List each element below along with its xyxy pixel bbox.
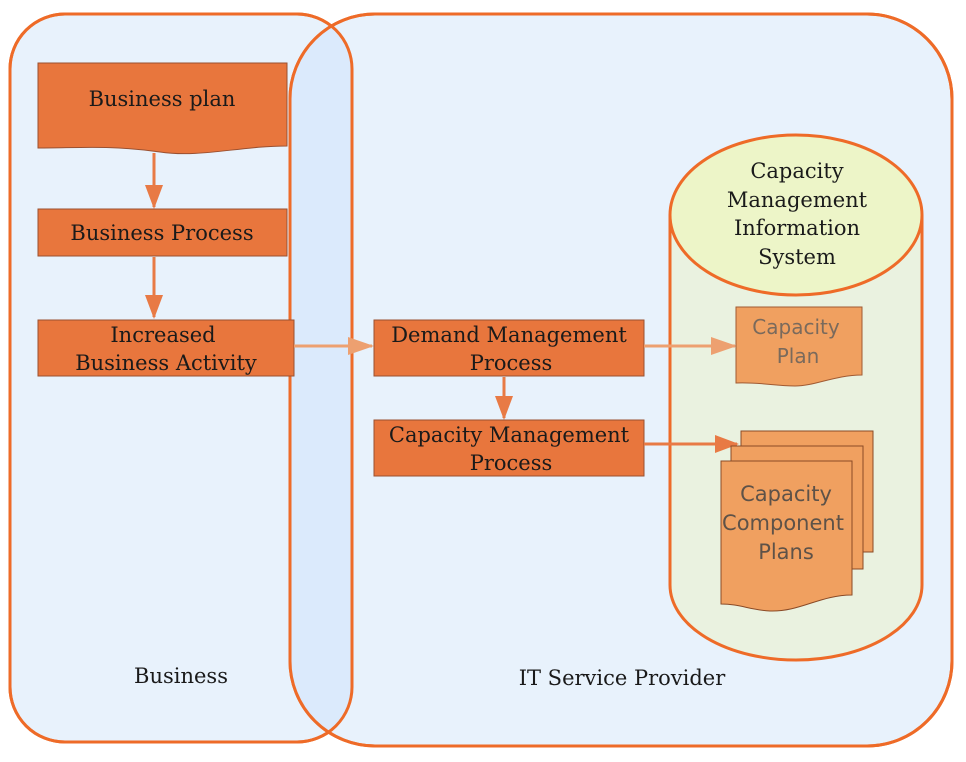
cmis-label-2: Management — [727, 188, 868, 212]
business-plan-document — [37, 62, 288, 155]
component-plans-label-2: Component — [722, 511, 844, 535]
component-plans-label-1: Capacity — [740, 482, 832, 506]
business-region-label: Business — [134, 664, 228, 688]
increased-activity-box — [37, 319, 295, 377]
capacity-management-label-1: Capacity Management — [389, 423, 630, 447]
capacity-management-box — [373, 419, 645, 477]
demand-management-label-1: Demand Management — [391, 323, 627, 347]
capacity-plan-label-2: Plan — [777, 344, 820, 368]
capacity-management-label-2: Process — [470, 451, 553, 475]
business-process-label: Business Process — [70, 221, 253, 245]
cmis-label-1: Capacity — [750, 159, 843, 183]
capacity-plan-document — [735, 306, 863, 387]
cmis-label-3: Information — [734, 216, 860, 240]
cmis-label-4: System — [758, 245, 836, 269]
increased-activity-label-2: Business Activity — [75, 351, 257, 375]
component-plans-label-3: Plans — [758, 540, 814, 564]
cmis-cylinder-top — [668, 133, 924, 297]
demand-management-box — [373, 319, 645, 377]
demand-management-label-2: Process — [470, 351, 553, 375]
business-plan-label: Business plan — [89, 87, 236, 111]
capacity-plan-label-1: Capacity — [752, 315, 840, 339]
business-process-box — [37, 208, 288, 257]
increased-activity-label-1: Increased — [110, 323, 215, 347]
component-plan-sheet-front — [720, 460, 853, 612]
it-provider-region-label: IT Service Provider — [519, 666, 727, 690]
